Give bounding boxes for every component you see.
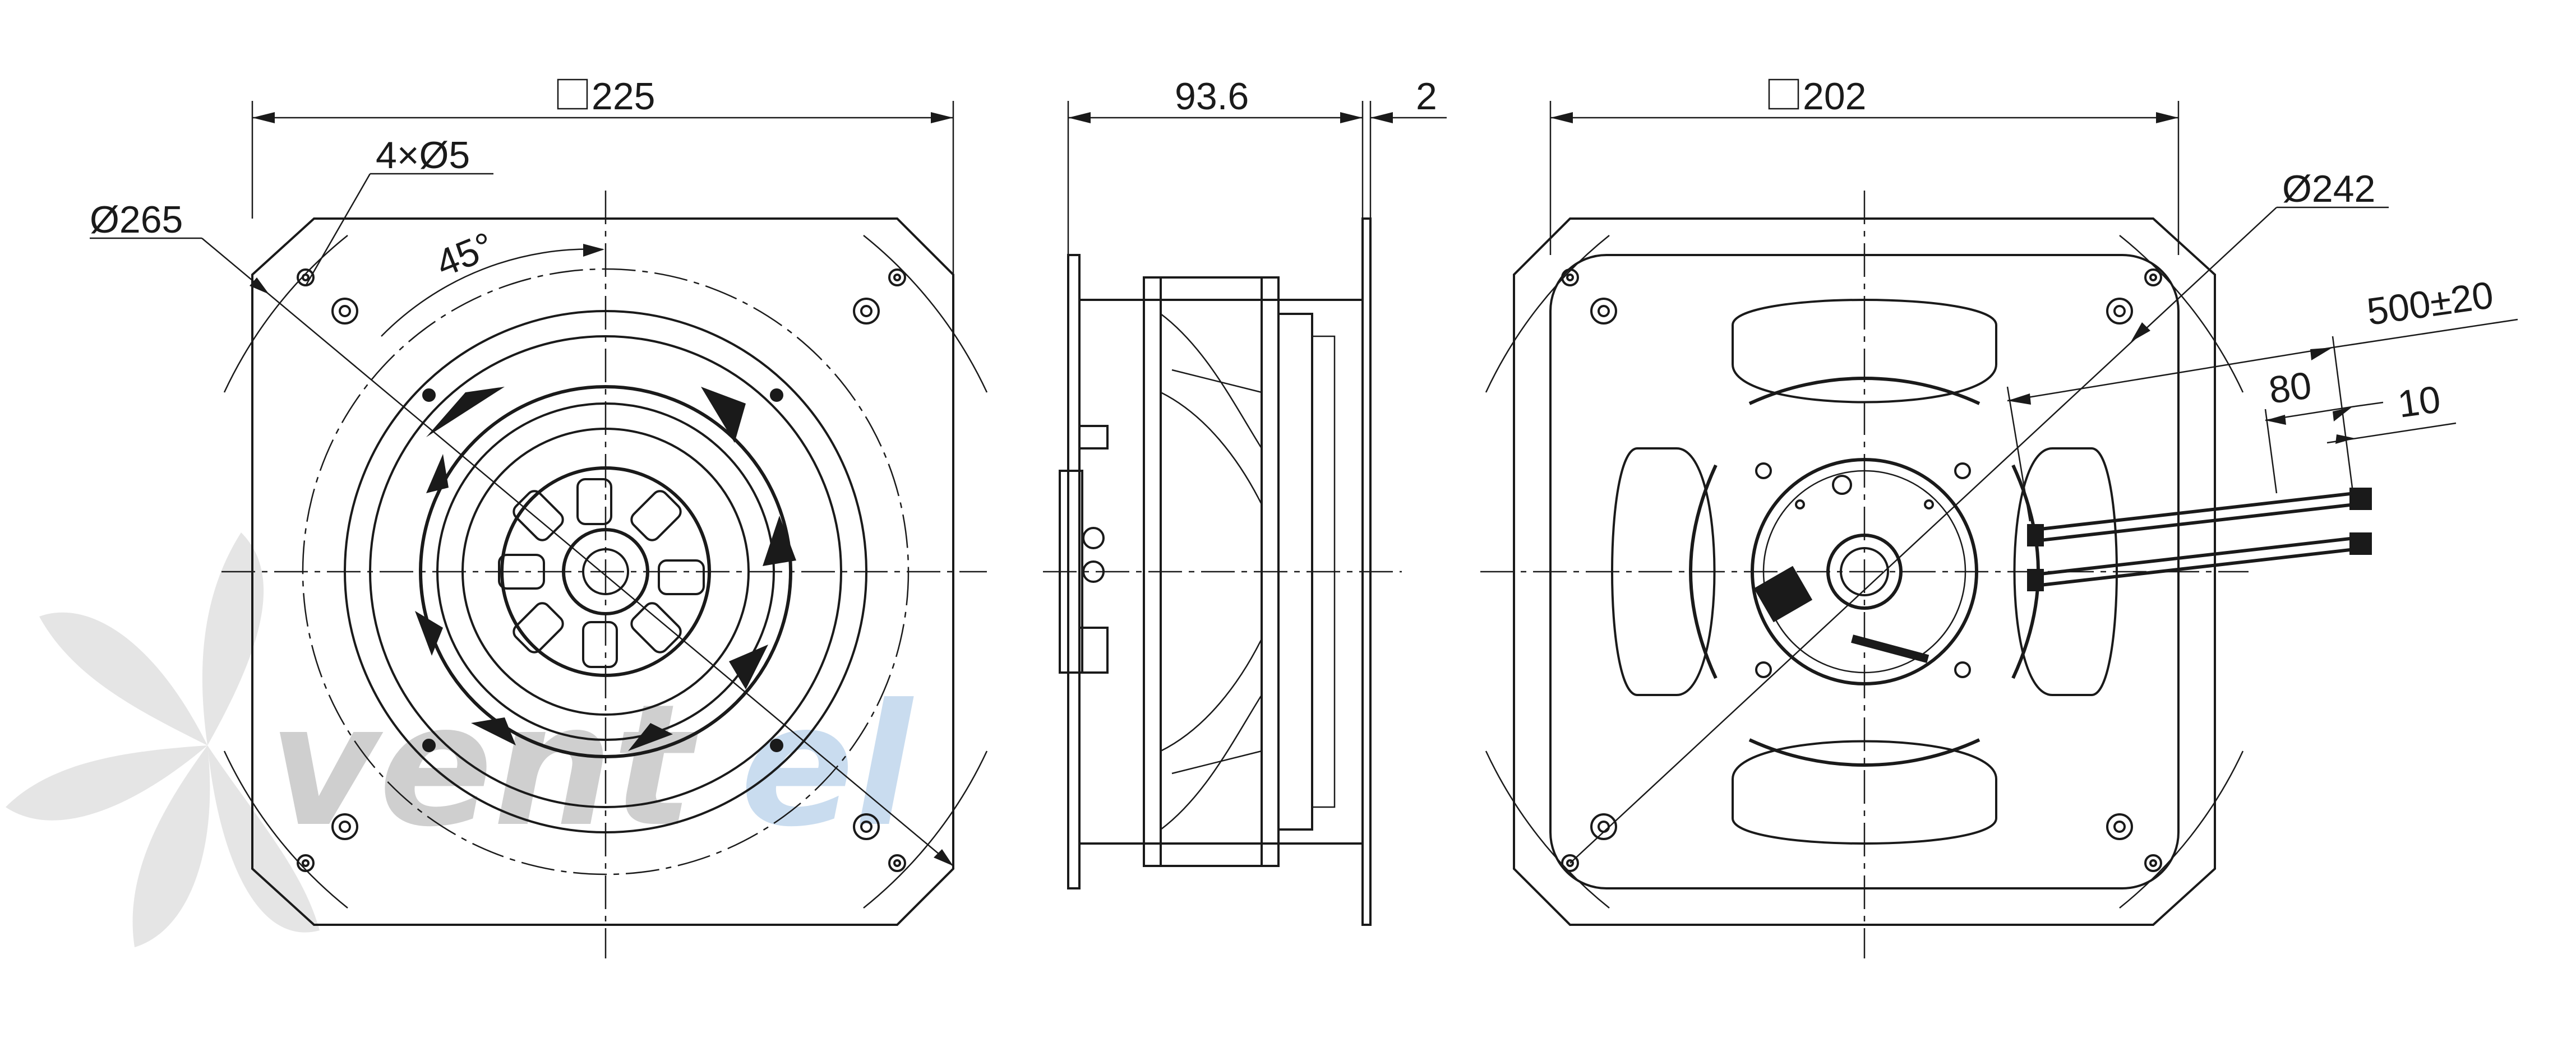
side-blade-line [1171, 369, 1262, 393]
rear-circle-arc [1485, 750, 1610, 909]
rear-motor-housing [1751, 458, 1978, 685]
side-view: 93.6 2 [1043, 75, 1447, 926]
rear-strip-dim-ext [2264, 409, 2278, 494]
front-dim-225-label: 225 [592, 75, 655, 118]
rear-strip-dim-shelf [2355, 401, 2384, 407]
rear-strip-dim-arrows [2265, 407, 2352, 425]
side-connector-bottom [1078, 627, 1109, 674]
front-angle-label: 45° [430, 224, 500, 285]
side-dim-93-label: 93.6 [1175, 75, 1249, 118]
rear-wire-dim-label: 10 [2395, 378, 2443, 426]
rear-connector-top [2349, 488, 2372, 510]
rear-view: 202 Ø242 500±20 80 10 [1480, 75, 2518, 958]
rear-mounting-holes [1561, 268, 2162, 872]
rear-circle-arc [2119, 235, 2244, 393]
front-holes-leader [304, 173, 371, 286]
front-inlet-ring-outer [344, 310, 867, 833]
rear-ground-symbol [1832, 475, 1852, 495]
rear-cable-gland-top [2027, 524, 2044, 546]
rear-connector-bottom [2349, 532, 2372, 555]
front-impeller-blades [415, 387, 796, 751]
front-bolt-circle [302, 268, 910, 875]
side-inlet-lip [1311, 335, 1336, 808]
front-view: 225 4×Ø5 Ø265 45° [90, 75, 988, 958]
rear-cable-dim-label: 500±20 [2365, 274, 2496, 333]
side-screw-top [1082, 527, 1105, 549]
front-circle-arc [223, 750, 348, 909]
rear-housing-plate [1513, 217, 2216, 926]
rear-wire-dim-arrow [2335, 434, 2355, 444]
rear-circle-arc [1485, 235, 1610, 393]
front-motor-ring [500, 466, 711, 677]
side-screw-bottom [1082, 560, 1105, 583]
front-holes-label: 4×Ø5 [376, 134, 470, 177]
front-impeller-inner [461, 428, 750, 716]
rear-cable-top-lower [2035, 503, 2356, 543]
front-dia-line [201, 238, 954, 866]
rear-cables [2027, 488, 2372, 591]
rear-dia-arrow [2131, 322, 2150, 342]
front-dia-label: Ø265 [90, 198, 183, 241]
front-square-symbol [557, 78, 588, 110]
side-blade-curve [1160, 694, 1263, 830]
rear-motor-screws [1755, 462, 1971, 678]
rear-dia-label: Ø242 [2282, 168, 2375, 210]
front-mounting-holes [297, 268, 906, 872]
front-impeller-shroud [436, 402, 775, 741]
front-housing-plate [251, 217, 954, 926]
side-blade-line [1171, 750, 1262, 775]
side-housing-body [1078, 299, 1364, 845]
rear-cable-dim-ext-left [2006, 386, 2031, 522]
rear-cable-top-upper [2035, 492, 2356, 531]
front-angle-arrow [583, 244, 604, 257]
watermark-fan-icon [6, 532, 320, 947]
rear-strip-dim-label: 80 [2266, 364, 2314, 412]
rear-motor-shaft [1826, 534, 1903, 610]
rear-motor-bore [1840, 547, 1889, 596]
rear-cable-dim-line [2007, 346, 2333, 402]
side-dim-2-arrow [1370, 112, 1393, 123]
rear-cable-bottom-lower [2035, 548, 2356, 587]
rear-square-symbol [1768, 78, 1799, 110]
rear-cable-bottom-upper [2035, 536, 2356, 576]
front-hub [562, 528, 649, 615]
rear-dia-line [1569, 207, 2277, 864]
front-circle-arc [863, 750, 988, 909]
front-inlet-ring-inner [369, 335, 842, 808]
side-post-left [1143, 276, 1162, 867]
rear-dim-202-label: 202 [1803, 75, 1866, 118]
rear-cable-dim-shelf [2332, 318, 2518, 349]
front-angle-arc [381, 248, 603, 337]
front-circle-arc [863, 235, 988, 393]
front-rotor-vents [498, 478, 705, 668]
watermark-text-accent: el [740, 668, 915, 864]
front-circle-arc [223, 235, 348, 393]
side-dim-2-label: 2 [1416, 75, 1437, 118]
rear-cable-gland-bottom [2027, 569, 2044, 591]
rear-heat-sink [1753, 566, 1813, 623]
front-impeller-outer [419, 385, 792, 758]
side-connector-top [1078, 425, 1109, 450]
side-blade-curve [1160, 638, 1263, 752]
rear-label-plate [1851, 634, 1929, 663]
front-hub-center [582, 548, 629, 595]
side-blade-curve [1160, 391, 1263, 505]
side-blade-curve [1160, 313, 1263, 449]
watermark-text-main: vent [269, 668, 699, 864]
rear-motor-inner [1762, 470, 1966, 674]
rear-circle-arc [2119, 750, 2244, 909]
